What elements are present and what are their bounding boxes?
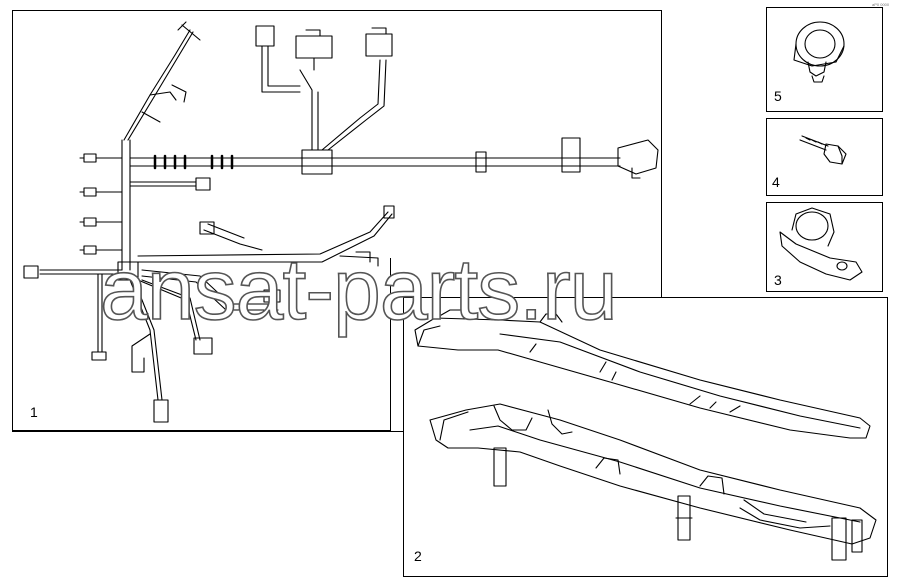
bracket-clamp-drawing: [779, 207, 863, 281]
callout-part-1: 1: [30, 404, 38, 420]
bolt-panel-frame: [766, 118, 883, 196]
callout-part-2: 2: [414, 548, 422, 564]
bolt-drawing: [799, 135, 847, 165]
clamp-panel-frame: [766, 7, 883, 112]
callout-part-5: 5: [774, 88, 782, 104]
duct-panel-frame: [403, 297, 888, 577]
air-duct-drawing: [414, 309, 877, 561]
wiring-harness-drawing: [23, 21, 659, 423]
callout-part-4: 4: [772, 174, 780, 190]
callout-part-3: 3: [774, 272, 782, 288]
image-code: aP0 0000: [872, 2, 890, 7]
round-clamp-drawing: [793, 21, 845, 83]
